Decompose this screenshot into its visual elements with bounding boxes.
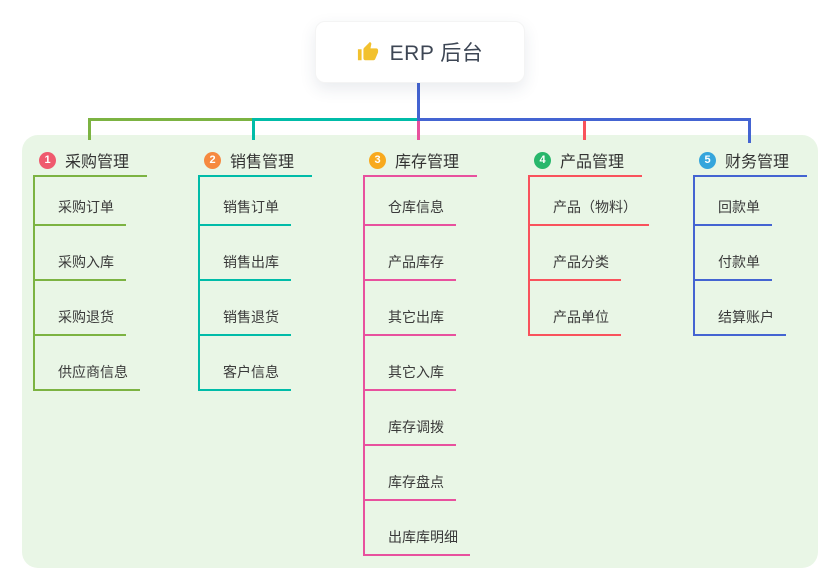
branch-items: 产品（物料） 产品分类 产品单位 bbox=[528, 177, 688, 336]
node-label: 仓库信息 bbox=[365, 197, 456, 226]
node-item[interactable]: 产品单位 bbox=[530, 281, 688, 336]
bus-line-segment-1 bbox=[88, 118, 254, 121]
node-label: 结算账户 bbox=[695, 307, 786, 336]
node-label: 采购退货 bbox=[35, 307, 126, 336]
node-item[interactable]: 产品库存 bbox=[365, 226, 523, 281]
node-label: 采购入库 bbox=[35, 252, 126, 281]
node-item[interactable]: 销售退货 bbox=[200, 281, 358, 336]
branch-sales: 2 销售管理 销售订单 销售出库 销售退货 客户信息 bbox=[198, 145, 358, 391]
node-label: 供应商信息 bbox=[35, 362, 140, 391]
branch-title: 产品管理 bbox=[560, 154, 625, 171]
node-label: 回款单 bbox=[695, 197, 772, 226]
branch-header-finance[interactable]: 5 财务管理 bbox=[693, 145, 807, 177]
branch-items: 采购订单 采购入库 采购退货 供应商信息 bbox=[33, 177, 193, 391]
node-label: 客户信息 bbox=[200, 362, 291, 391]
node-item[interactable]: 产品分类 bbox=[530, 226, 688, 281]
branch-number-badge: 1 bbox=[39, 151, 56, 169]
branch-items: 回款单 付款单 结算账户 bbox=[693, 177, 839, 336]
branches-background-panel bbox=[22, 135, 818, 568]
node-label: 产品库存 bbox=[365, 252, 456, 281]
branch-header-purchase[interactable]: 1 采购管理 bbox=[33, 145, 147, 177]
node-item[interactable]: 库存调拨 bbox=[365, 391, 523, 446]
node-label: 采购订单 bbox=[35, 197, 126, 226]
node-item[interactable]: 供应商信息 bbox=[35, 336, 193, 391]
branch-purchase: 1 采购管理 采购订单 采购入库 采购退货 供应商信息 bbox=[33, 145, 193, 391]
branch-title: 库存管理 bbox=[395, 154, 460, 171]
branch-finance: 5 财务管理 回款单 付款单 结算账户 bbox=[693, 145, 839, 336]
node-item[interactable]: 仓库信息 bbox=[365, 177, 523, 226]
node-label: 销售出库 bbox=[200, 252, 291, 281]
root-node[interactable]: ERP 后台 bbox=[315, 21, 525, 83]
branch-items: 销售订单 销售出库 销售退货 客户信息 bbox=[198, 177, 358, 391]
node-label: 库存调拨 bbox=[365, 417, 456, 446]
bus-line-segment-2 bbox=[252, 118, 419, 121]
node-item[interactable]: 客户信息 bbox=[200, 336, 358, 391]
root-connector-line bbox=[417, 80, 420, 119]
node-label: 产品分类 bbox=[530, 252, 621, 281]
branch-3-drop-line bbox=[417, 121, 420, 140]
node-label: 其它入库 bbox=[365, 362, 456, 391]
branch-4-drop-line bbox=[583, 121, 586, 140]
thumbs-up-icon bbox=[357, 41, 378, 61]
branch-title: 销售管理 bbox=[230, 154, 295, 171]
node-label: 销售退货 bbox=[200, 307, 291, 336]
branch-2-drop-line bbox=[252, 118, 255, 140]
node-label: 产品单位 bbox=[530, 307, 621, 336]
node-item[interactable]: 回款单 bbox=[695, 177, 839, 226]
node-label: 库存盘点 bbox=[365, 472, 456, 501]
node-label: 付款单 bbox=[695, 252, 772, 281]
root-title: ERP 后台 bbox=[389, 42, 484, 65]
node-item[interactable]: 库存盘点 bbox=[365, 446, 523, 501]
branch-header-product[interactable]: 4 产品管理 bbox=[528, 145, 642, 177]
bus-line-segment-3 bbox=[417, 118, 751, 121]
branch-title: 财务管理 bbox=[725, 154, 790, 171]
branch-number-badge: 3 bbox=[369, 151, 386, 169]
branch-product: 4 产品管理 产品（物料） 产品分类 产品单位 bbox=[528, 145, 688, 336]
node-label: 出库库明细 bbox=[365, 527, 470, 556]
branch-items: 仓库信息 产品库存 其它出库 其它入库 库存调拨 库存盘点 出库库明细 bbox=[363, 177, 523, 556]
node-item[interactable]: 其它出库 bbox=[365, 281, 523, 336]
branch-title: 采购管理 bbox=[65, 154, 130, 171]
node-item[interactable]: 付款单 bbox=[695, 226, 839, 281]
branch-number-badge: 2 bbox=[204, 151, 221, 169]
node-item[interactable]: 出库库明细 bbox=[365, 501, 523, 556]
branch-5-drop-line bbox=[748, 118, 751, 143]
branch-inventory: 3 库存管理 仓库信息 产品库存 其它出库 其它入库 库存调拨 库存盘点 出库库… bbox=[363, 145, 523, 556]
node-label: 产品（物料） bbox=[530, 197, 649, 226]
node-item[interactable]: 其它入库 bbox=[365, 336, 523, 391]
branch-header-sales[interactable]: 2 销售管理 bbox=[198, 145, 312, 177]
node-item[interactable]: 销售订单 bbox=[200, 177, 358, 226]
branch-header-inventory[interactable]: 3 库存管理 bbox=[363, 145, 477, 177]
branch-number-badge: 4 bbox=[534, 151, 551, 169]
branch-number-badge: 5 bbox=[699, 151, 716, 169]
node-item[interactable]: 采购退货 bbox=[35, 281, 193, 336]
node-item[interactable]: 产品（物料） bbox=[530, 177, 688, 226]
node-label: 销售订单 bbox=[200, 197, 291, 226]
node-item[interactable]: 销售出库 bbox=[200, 226, 358, 281]
node-item[interactable]: 结算账户 bbox=[695, 281, 839, 336]
node-item[interactable]: 采购入库 bbox=[35, 226, 193, 281]
node-item[interactable]: 采购订单 bbox=[35, 177, 193, 226]
branch-1-drop-line bbox=[88, 118, 91, 140]
node-label: 其它出库 bbox=[365, 307, 456, 336]
